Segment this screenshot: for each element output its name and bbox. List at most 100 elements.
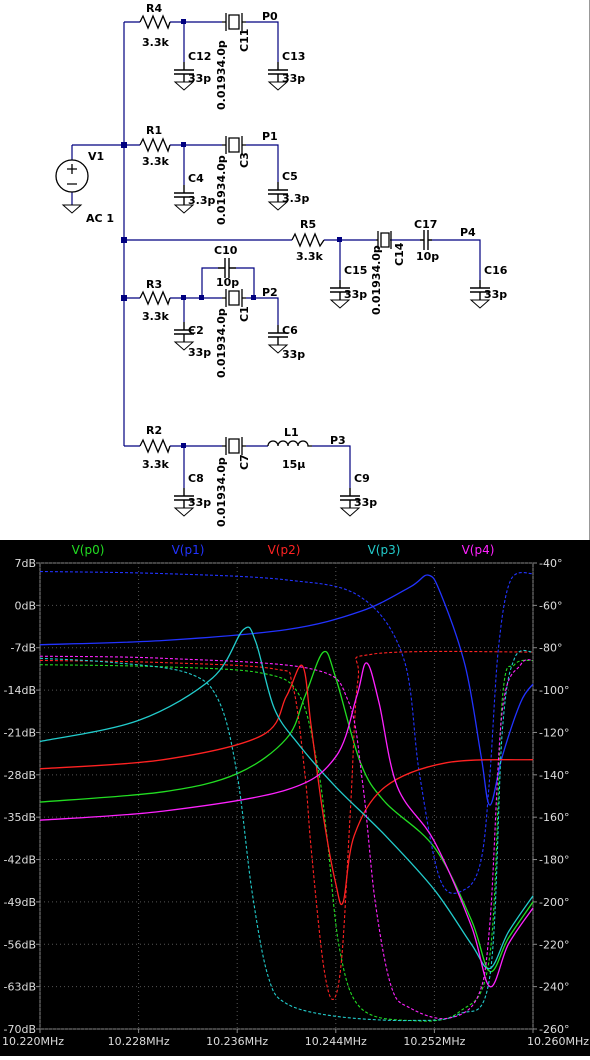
right-tick-label: -180° — [539, 854, 569, 867]
label-c5: C5 — [282, 170, 298, 183]
label-c2: C2 — [188, 324, 204, 337]
label-c11-value: 0.01934.0p — [215, 40, 228, 110]
label-c5-value: 3.3p — [282, 192, 309, 205]
label-c10-value: 10p — [216, 276, 239, 289]
right-tick-label: -260° — [539, 1023, 569, 1036]
bode-plot[interactable]: 7dB 0dB -7dB -14dB -21dB -28dB -35dB -42dB -49dB… — [0, 540, 590, 1056]
label-c12: C12 — [188, 50, 211, 63]
label-c9-value: 33p — [354, 496, 377, 509]
bode-plot-panel: 7dB 0dB -7dB -14dB -21dB -28dB -35dB -42dB -49dB… — [0, 540, 590, 1056]
label-c13-value: 33p — [282, 72, 305, 85]
label-r3: R3 — [146, 278, 162, 291]
magnitude-trace-vp4 — [39, 662, 534, 988]
legend-vp3[interactable]: V(p3) — [368, 543, 401, 557]
magnitude-trace-vp0 — [39, 650, 534, 973]
magnitude-trace-vp2 — [39, 664, 534, 906]
label-c4-value: 3.3p — [188, 194, 215, 207]
label-r2-value: 3.3k — [142, 458, 169, 471]
phase-trace-vp1 — [39, 570, 534, 894]
phase-trace-vp2 — [39, 650, 534, 1000]
voltage-source-v1 — [55, 159, 89, 193]
left-tick-label: -42dB — [4, 854, 37, 867]
x-tick-label: 10.220MHz — [2, 1035, 64, 1048]
right-tick-label: -200° — [539, 896, 569, 909]
label-c14-value: 0.01934.0p — [370, 245, 383, 315]
left-tick-label: -70dB — [4, 1023, 37, 1036]
label-c3: C3 — [238, 152, 251, 168]
label-c13: C13 — [282, 50, 305, 63]
label-p4: P4 — [460, 226, 476, 239]
legend-vp1[interactable]: V(p1) — [172, 543, 205, 557]
label-c2-value: 33p — [188, 346, 211, 359]
plot-frame — [39, 562, 534, 1030]
label-c3-value: 0.01934.0p — [215, 155, 228, 225]
label-c8: C8 — [188, 472, 204, 485]
label-v1-name: V1 — [88, 150, 104, 163]
phase-trace-vp4 — [39, 655, 534, 1020]
left-tick-label: -21dB — [4, 726, 37, 739]
magnitude-trace-vp3 — [39, 626, 534, 970]
right-tick-label: -100° — [539, 684, 569, 697]
label-c15: C15 — [344, 264, 367, 277]
left-tick-label: -63dB — [4, 981, 37, 994]
label-r4: R4 — [146, 2, 162, 15]
label-c9: C9 — [354, 472, 370, 485]
x-tick-label: 10.236MHz — [206, 1035, 268, 1048]
legend-vp4[interactable]: V(p4) — [462, 543, 495, 557]
label-c6: C6 — [282, 324, 298, 337]
left-tick-label: -7dB — [11, 642, 37, 655]
label-p1: P1 — [262, 130, 278, 143]
label-c14: C14 — [393, 242, 406, 266]
label-c16-value: 33p — [484, 288, 507, 301]
label-p0: P0 — [262, 10, 278, 23]
left-tick-label: -35dB — [4, 811, 37, 824]
magnitude-trace-vp1 — [39, 574, 534, 806]
left-tick-label: 7dB — [14, 557, 36, 570]
right-tick-label: -40° — [539, 557, 562, 570]
right-tick-label: -160° — [539, 811, 569, 824]
right-tick-label: -80° — [539, 642, 562, 655]
label-c16: C16 — [484, 264, 508, 277]
legend-vp0[interactable]: V(p0) — [72, 543, 105, 557]
left-tick-label: -49dB — [4, 896, 37, 909]
label-c11: C11 — [238, 29, 251, 52]
label-r2: R2 — [146, 424, 162, 437]
label-c1: C1 — [238, 306, 251, 322]
label-r5: R5 — [300, 218, 316, 231]
right-tick-label: -140° — [539, 769, 569, 782]
label-c6-value: 33p — [282, 348, 305, 361]
label-c8-value: 33p — [188, 496, 211, 509]
label-r1-value: 3.3k — [142, 155, 169, 168]
label-l1: L1 — [284, 426, 299, 439]
label-c4: C4 — [188, 172, 204, 185]
x-tick-label: 10.244MHz — [305, 1035, 367, 1048]
label-c7-value: 0.01934.0p — [215, 457, 228, 527]
right-tick-label: -220° — [539, 938, 569, 951]
left-tick-label: 0dB — [14, 599, 36, 612]
left-tick-label: -28dB — [4, 769, 37, 782]
label-c12-value: 33p — [188, 72, 211, 85]
label-p2: P2 — [262, 286, 278, 299]
right-tick-label: -60° — [539, 599, 562, 612]
label-l1-value: 15µ — [282, 458, 305, 471]
x-tick-label: 10.228MHz — [108, 1035, 170, 1048]
label-v1-value: AC 1 — [86, 212, 114, 225]
label-r4-value: 3.3k — [142, 36, 169, 49]
schematic-panel: V1 AC 1 R4 3.3k C12 33p P0 C13 33p C11 0… — [55, 0, 590, 540]
label-c17: C17 — [414, 218, 437, 231]
schematic-diagram: V1 AC 1 R4 3.3k C12 33p P0 C13 33p C11 0… — [55, 2, 508, 527]
label-c1-value: 0.01934.0p — [215, 308, 228, 378]
label-p3: P3 — [330, 434, 346, 447]
phase-trace-vp3 — [39, 649, 534, 1022]
left-tick-label: -56dB — [4, 938, 37, 951]
label-r5-value: 3.3k — [296, 250, 323, 263]
label-c17-value: 10p — [416, 250, 439, 263]
label-r3-value: 3.3k — [142, 310, 169, 323]
legend-vp2[interactable]: V(p2) — [268, 543, 301, 557]
left-tick-label: -14dB — [4, 684, 37, 697]
label-r1: R1 — [146, 124, 162, 137]
x-tick-label: 10.252MHz — [403, 1035, 465, 1048]
x-tick-label: 10.260MHz — [527, 1035, 589, 1048]
label-c15-value: 33p — [344, 288, 367, 301]
phase-trace-vp0 — [39, 659, 534, 1022]
